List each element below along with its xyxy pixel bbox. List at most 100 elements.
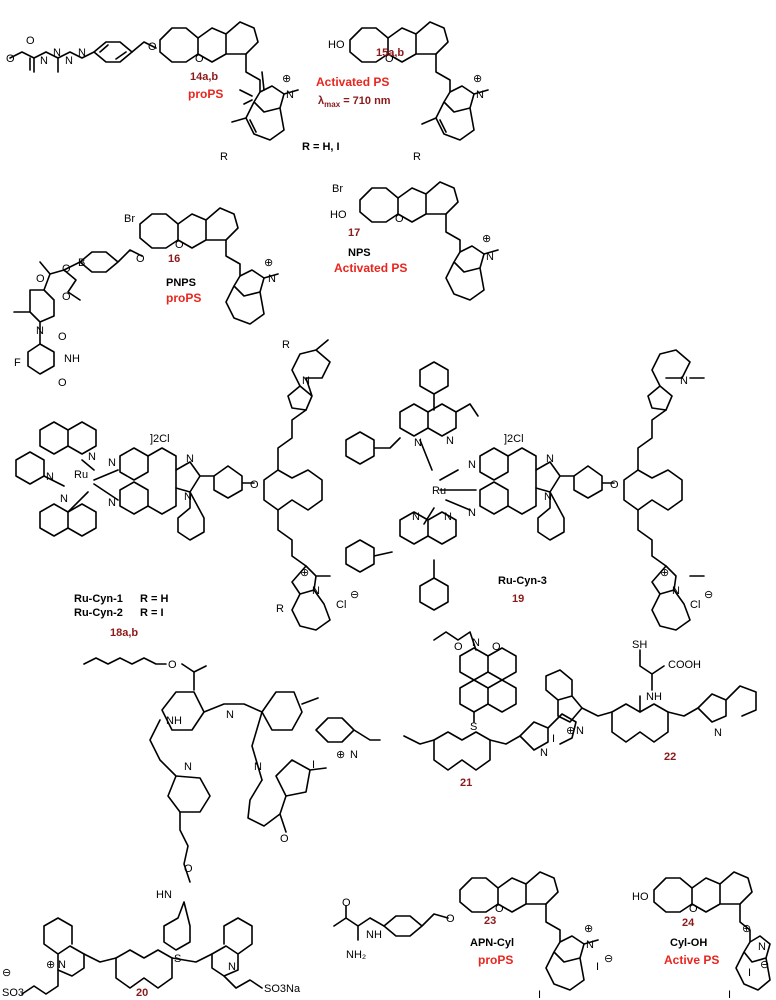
atom-O-16f: O: [58, 331, 67, 343]
atom-N-19i: N: [680, 375, 688, 387]
atom-N-21a: N: [472, 637, 480, 649]
atom-R-14: R: [220, 151, 228, 163]
atom-N-24: N: [758, 941, 766, 953]
compound-14-role: proPS: [188, 87, 223, 101]
atom-N-23: N: [586, 939, 594, 951]
compound-18-sub-1: R = H: [140, 593, 168, 605]
charge-plus-16: ⊕: [264, 257, 273, 269]
atom-Ru-18: Ru: [74, 469, 88, 481]
lambda-value: = 710 nm: [340, 95, 391, 107]
atom-N-21c: N: [540, 747, 548, 759]
atom-N-18d: N: [108, 497, 116, 509]
atom-O-23c: O: [495, 903, 504, 915]
atom-N-18e: N: [60, 493, 68, 505]
atom-F-16: F: [14, 357, 21, 369]
atom-N-19c: N: [412, 511, 420, 523]
atom-Cl-19: Cl: [690, 599, 700, 611]
compound-19-structure: [345, 349, 705, 631]
atom-NH-16: NH: [64, 353, 80, 365]
charge-plus-22: ⊕: [566, 725, 575, 737]
atom-N-18g: N: [184, 491, 192, 503]
atom-O-20c: O: [184, 863, 193, 875]
charge-plus-14: ⊕: [282, 73, 291, 85]
compound-16-name: PNPS: [166, 277, 196, 289]
atom-NH-22: NH: [646, 691, 662, 703]
atom-N-22b: N: [714, 727, 722, 739]
atom-O-16e: O: [36, 273, 45, 285]
atom-I-24b: I: [728, 989, 731, 1000]
compound-16-number: 16: [168, 253, 180, 265]
compound-22-acid: COOH: [668, 659, 701, 671]
atom-O-15: O: [385, 53, 394, 65]
atom-O-19: O: [610, 479, 619, 491]
compound-20-salt: SO3Na: [264, 983, 301, 995]
compound-14-number: 14a,b: [190, 71, 218, 83]
compound-24-number: 24: [682, 917, 695, 929]
atom-O-16a: O: [136, 253, 145, 265]
atom-R-15: R: [413, 151, 421, 163]
compound-20-number: 20: [136, 987, 148, 999]
atom-N-19d: N: [444, 511, 452, 523]
atom-Br-17: Br: [332, 183, 343, 195]
atom-O-21a: O: [454, 641, 463, 653]
atom-O-20b: O: [280, 833, 289, 845]
charge-plus-21: ⊕: [336, 749, 345, 761]
atom-N-19g: N: [546, 453, 554, 465]
atom-O-14c: O: [26, 35, 35, 47]
atom-HN-20: HN: [156, 889, 172, 901]
atom-O-20a: O: [168, 659, 177, 671]
atom-N-18i: N: [312, 585, 320, 597]
charge-minus-24: ⊖: [760, 959, 769, 971]
compound-19-name: Ru-Cyn-3: [498, 575, 547, 587]
atom-SH-22: SH: [632, 639, 647, 651]
atom-O-16c: O: [62, 263, 71, 275]
charge-plus-17: ⊕: [482, 233, 491, 245]
compound-21-number: 21: [460, 777, 472, 789]
atom-N-14d: N: [78, 47, 86, 59]
atom-N-19e: N: [468, 459, 476, 471]
atom-O-23a: O: [342, 897, 351, 909]
atom-N-16a: N: [36, 325, 44, 337]
atom-N-14b: N: [53, 47, 61, 59]
compound-24-structure: [653, 871, 771, 991]
atom-N-16b: N: [268, 273, 276, 285]
compound-18-counterion: ]2Cl: [150, 433, 170, 445]
atom-O-14b: O: [195, 53, 204, 65]
compound-17-structure: [359, 181, 499, 301]
charge-plus-18: ⊕: [300, 567, 309, 579]
atom-N-19b: N: [446, 435, 454, 447]
atom-NH-23: NH: [366, 929, 382, 941]
atom-N-14c: N: [65, 55, 73, 67]
compound-23-name: APN-Cyl: [470, 937, 514, 949]
atom-S-20: S: [174, 953, 181, 965]
atom-I-22: I: [552, 733, 555, 745]
compound-18-number: 18a,b: [110, 627, 138, 639]
compound-15-lambda: λmax = 710 nm: [318, 95, 391, 109]
atom-O-14d: O: [6, 53, 15, 65]
compound-18-name-1: Ru-Cyn-1: [74, 593, 123, 605]
lambda-subscript: max: [324, 100, 341, 109]
charge-minus-20: ⊖: [2, 967, 11, 979]
atom-O-14a: O: [148, 41, 157, 53]
atom-N-20a: N: [226, 709, 234, 721]
atom-R-18b: R: [276, 603, 284, 615]
compound-21-structure: [315, 631, 577, 771]
atom-Ru-19: Ru: [432, 485, 446, 497]
atom-N-14e: N: [286, 89, 294, 101]
charge-minus-19: ⊖: [704, 589, 713, 601]
charge-plus-19: ⊕: [660, 567, 669, 579]
atom-Br-16: Br: [124, 213, 135, 225]
compound-20-structure: [21, 657, 327, 995]
compound-15-structure: [349, 21, 489, 141]
compound-15-role: Activated PS: [316, 75, 389, 89]
atom-HO-24: HO: [632, 891, 649, 903]
compound-19-counterion: ]2Cl: [504, 433, 524, 445]
charge-minus-18: ⊖: [350, 589, 359, 601]
compound-17-name: NPS: [348, 247, 371, 259]
compound-24-role: Active PS: [664, 953, 719, 967]
atom-Cl-18: Cl: [336, 599, 346, 611]
atom-I-24a: I: [748, 967, 751, 979]
atom-O-16d: O: [62, 291, 71, 303]
compound-14-structure: [9, 21, 299, 141]
